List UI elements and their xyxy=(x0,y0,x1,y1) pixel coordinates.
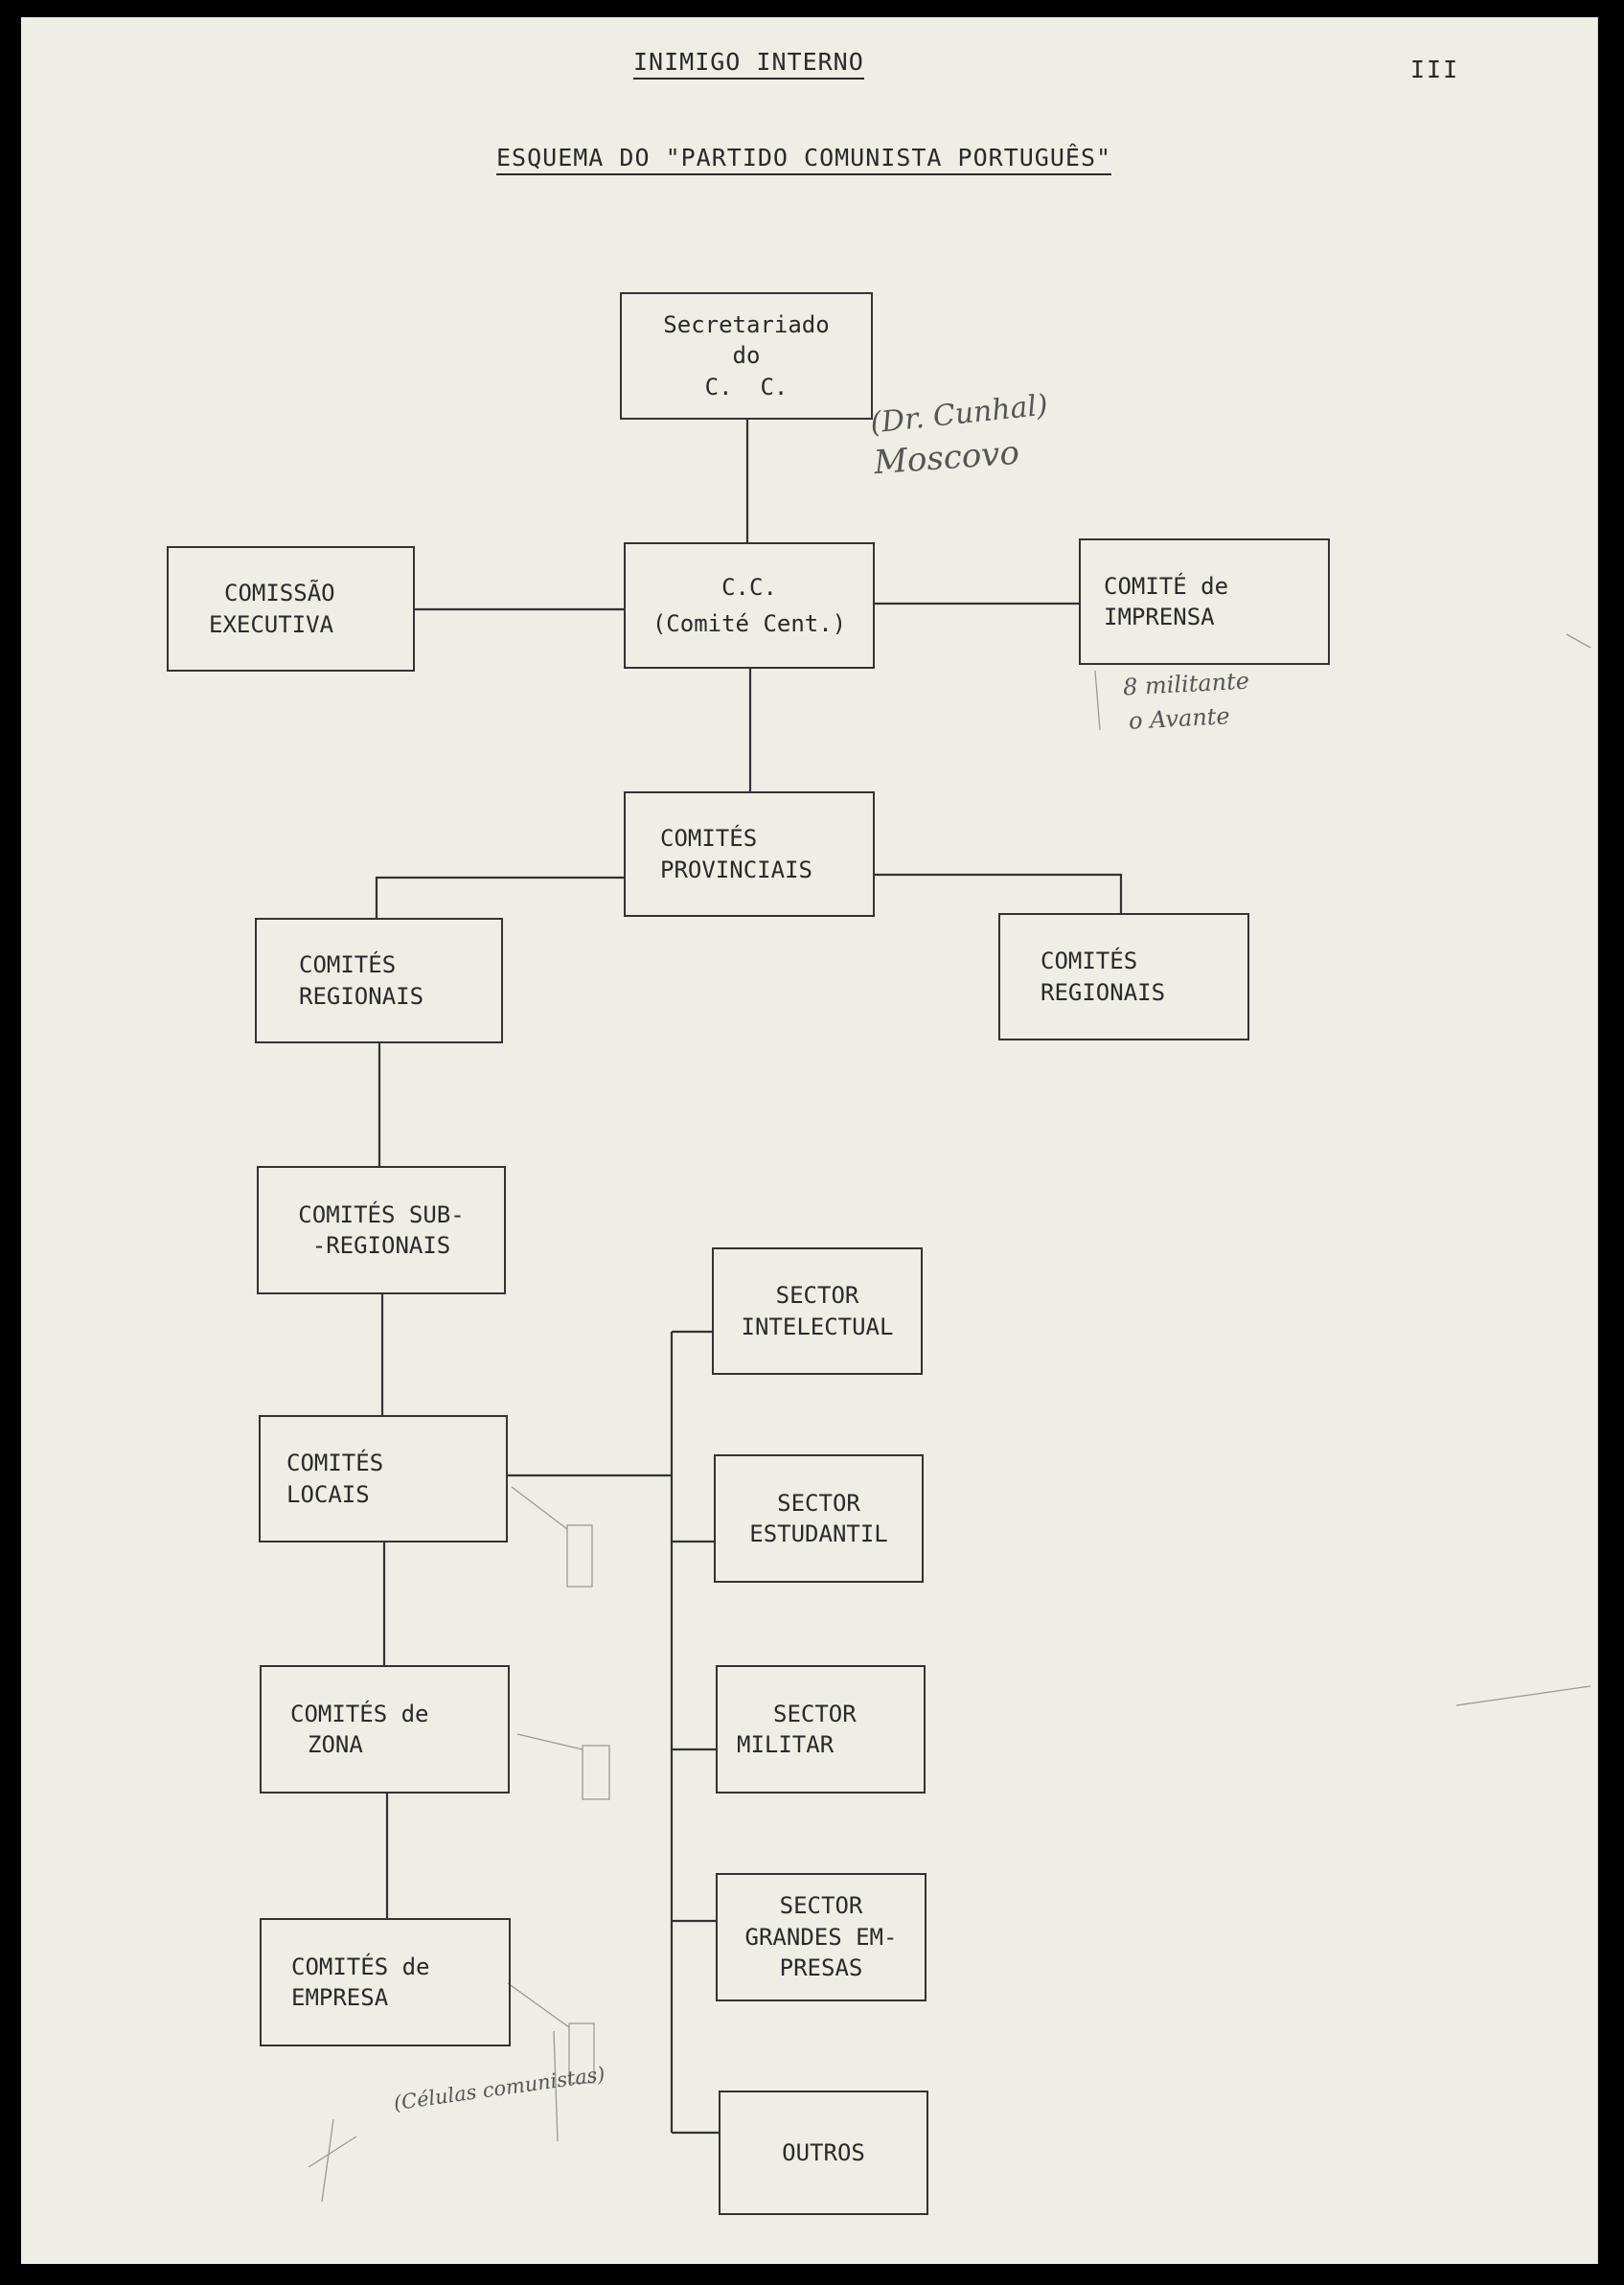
box-line: COMITÉS SUB- xyxy=(298,1200,465,1228)
line-provinciais-regionais-left xyxy=(375,876,625,918)
pencil-marks xyxy=(308,633,1591,2203)
box-line: PRESAS xyxy=(779,1954,863,1982)
box-comite-central: C.C. (Comité Cent.) xyxy=(624,542,875,669)
box-line: SECTOR xyxy=(779,1892,863,1920)
box-comites-subregionais: COMITÉS SUB- -REGIONAIS xyxy=(257,1166,506,1294)
box-comites-locais: COMITÉS LOCAIS xyxy=(259,1415,508,1542)
box-sector-militar: SECTOR MILITAR xyxy=(716,1665,926,1794)
box-line: SECTOR xyxy=(773,1700,857,1727)
box-comites-empresa: COMITÉS de EMPRESA xyxy=(260,1918,511,2046)
box-line: (Comité Cent.) xyxy=(652,610,847,637)
box-comites-regionais-left: COMITÉS REGIONAIS xyxy=(255,918,503,1043)
box-line: INTELECTUAL xyxy=(741,1313,894,1340)
line-provinciais-regionais-right xyxy=(874,873,1123,913)
box-line: COMITÉ de xyxy=(1104,572,1229,600)
box-sector-intelectual: SECTOR INTELECTUAL xyxy=(712,1247,923,1375)
box-comissao-executiva: COMISSÃO EXECUTIVA xyxy=(167,546,415,672)
box-line: SECTOR xyxy=(777,1489,860,1517)
box-line: REGIONAIS xyxy=(1041,978,1166,1006)
box-line: LOCAIS xyxy=(286,1480,370,1508)
box-line: IMPRENSA xyxy=(1104,604,1215,630)
box-sector-grandes-empresas: SECTOR GRANDES EM- PRESAS xyxy=(716,1873,926,2001)
handwritten-note-imprensa-2: o Avante xyxy=(1128,702,1231,735)
document-subtitle: ESQUEMA DO "PARTIDO COMUNISTA PORTUGUÊS" xyxy=(496,144,1112,175)
box-line: GRANDES EM- xyxy=(744,1923,898,1951)
box-comites-regionais-right: COMITÉS REGIONAIS xyxy=(998,913,1249,1040)
box-line: SECTOR xyxy=(775,1282,859,1310)
box-line: REGIONAIS xyxy=(299,982,424,1010)
box-line: EMPRESA xyxy=(291,1984,389,2011)
box-line: COMITÉS xyxy=(286,1450,384,1477)
box-comites-zona: COMITÉS de ZONA xyxy=(260,1665,510,1794)
box-line: MILITAR xyxy=(737,1731,835,1758)
box-line: COMITÉS xyxy=(299,951,397,979)
box-line: ESTUDANTIL xyxy=(749,1520,888,1547)
box-line: COMITÉS xyxy=(1041,948,1138,975)
box-line: OUTROS xyxy=(782,2138,865,2166)
document-title: INIMIGO INTERNO xyxy=(633,48,864,80)
box-line: C. C. xyxy=(704,373,789,400)
box-line: EXECUTIVA xyxy=(209,610,334,638)
box-line: ZONA xyxy=(308,1731,363,1758)
box-line: C.C. xyxy=(721,573,777,601)
box-outros: OUTROS xyxy=(719,2091,928,2215)
box-line: COMITÉS de xyxy=(291,1953,430,1980)
document-page xyxy=(21,17,1598,2264)
box-secretariado: Secretariado do C. C. xyxy=(620,292,873,420)
box-line: COMITÉS de xyxy=(290,1700,429,1727)
box-line: PROVINCIAIS xyxy=(660,856,812,883)
box-comite-imprensa: COMITÉ de IMPRENSA xyxy=(1079,538,1330,665)
box-line: -REGIONAIS xyxy=(311,1232,451,1259)
box-line: do xyxy=(732,342,761,370)
page-number: III xyxy=(1410,56,1460,83)
box-comites-provinciais: COMITÉS PROVINCIAIS xyxy=(624,791,875,917)
box-line: Secretariado xyxy=(663,310,830,338)
box-line: COMISSÃO xyxy=(224,580,335,607)
box-sector-estudantil: SECTOR ESTUDANTIL xyxy=(714,1454,924,1583)
box-line: COMITÉS xyxy=(660,825,758,853)
